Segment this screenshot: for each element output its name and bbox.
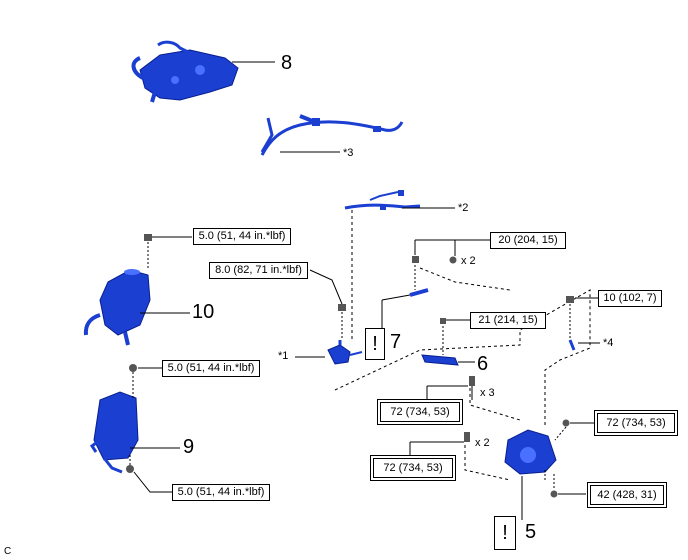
note-3: *3 — [343, 147, 354, 159]
part-7-6-illustration — [381, 288, 475, 366]
part-number-6: 6 — [477, 353, 489, 375]
note-1: *1 — [278, 350, 289, 362]
torque-spec-21: 21 (214, 15) — [470, 312, 546, 329]
part-8-illustration — [131, 40, 275, 103]
quantity-x2-upper: x 2 — [461, 255, 476, 267]
torque-spec-part9-top: 5.0 (51, 44 in.*lbf) — [162, 360, 260, 377]
torque-spec-part10: 5.0 (51, 44 in.*lbf) — [193, 228, 291, 245]
torque-spec-72-right: 72 (734, 53) — [594, 410, 678, 436]
caution-icon-part5: ! — [494, 516, 516, 550]
part-number-9: 9 — [183, 436, 195, 458]
torque-spec-72-upper: 72 (734, 53) — [377, 399, 463, 425]
part-9-illustration — [89, 364, 180, 493]
sensor-1-illustration — [295, 210, 363, 365]
torque-spec-72-lower: 72 (734, 53) — [370, 455, 456, 481]
part-10-illustration — [83, 234, 192, 346]
torque-spec-sensor: 8.0 (82, 71 in.*lbf) — [209, 262, 308, 279]
caution-icon-part7: ! — [365, 328, 385, 360]
note-4: *4 — [603, 337, 614, 349]
illustration-code: C — [4, 546, 12, 557]
quantity-x2-lower: x 2 — [475, 437, 490, 449]
part-number-10: 10 — [192, 301, 215, 323]
part-5-illustration — [409, 376, 594, 520]
part-number-8: 8 — [281, 52, 293, 74]
harness-3-illustration — [260, 114, 404, 156]
harness-2-illustration — [344, 190, 455, 210]
part-number-7: 7 — [390, 331, 402, 353]
torque-spec-10: 10 (102, 7) — [598, 290, 662, 307]
note-2: *2 — [458, 202, 469, 214]
clip-4-illustration — [566, 296, 600, 351]
torque-spec-42: 42 (428, 31) — [587, 482, 667, 508]
torque-spec-part9-bottom: 5.0 (51, 44 in.*lbf) — [172, 484, 270, 501]
bolt-20-illustration — [412, 239, 490, 290]
quantity-x3: x 3 — [480, 387, 495, 399]
torque-spec-20: 20 (204, 15) — [490, 232, 566, 249]
part-number-5: 5 — [525, 521, 537, 543]
bracket-outline — [334, 267, 591, 481]
